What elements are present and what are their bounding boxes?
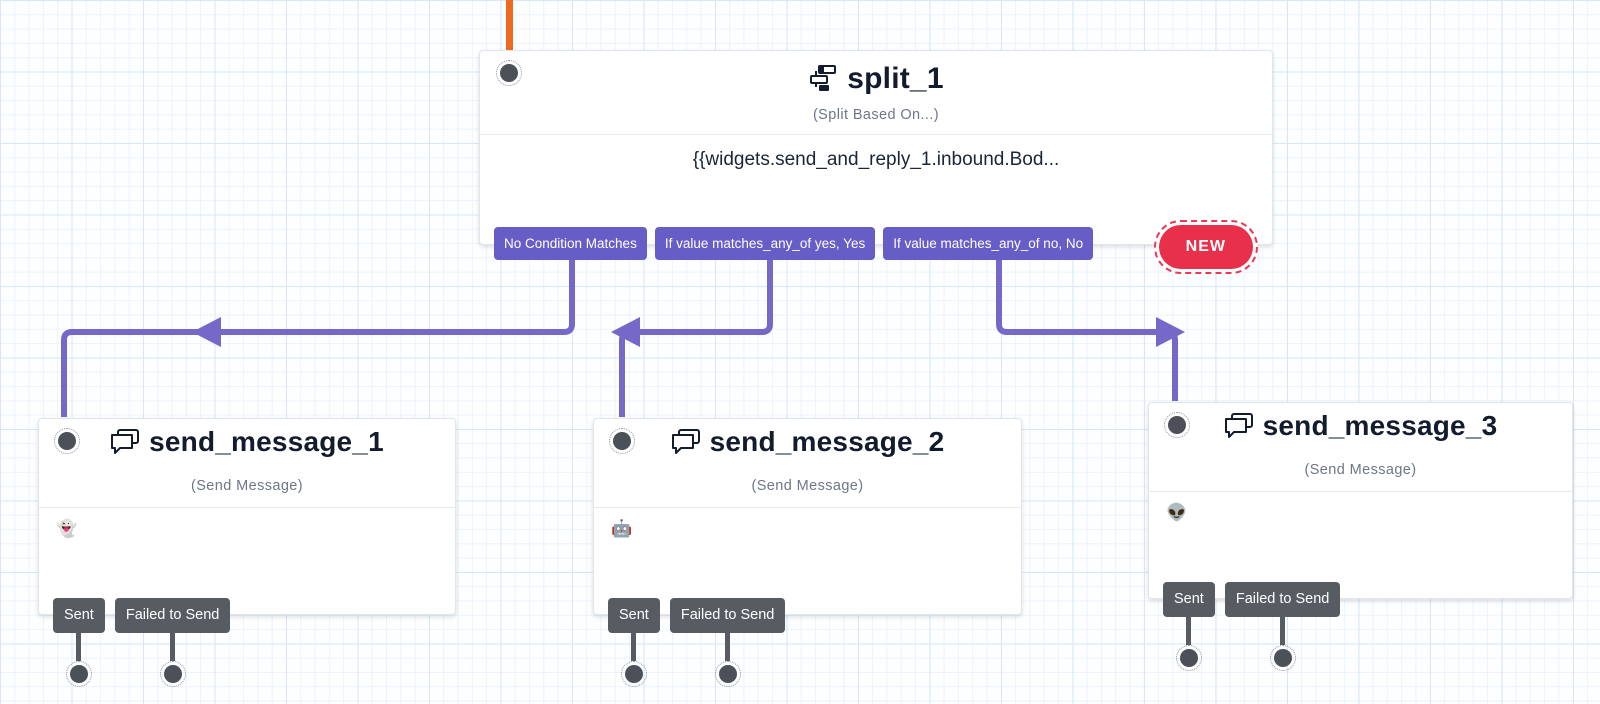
widget-title: send_message_2 (709, 425, 945, 457)
incoming-trigger-line[interactable] (506, 0, 513, 51)
widget-title-row: send_message_2 (594, 419, 1021, 457)
widget-send-message-3[interactable]: send_message_3 (Send Message) 👽 Sent Fai… (1148, 402, 1573, 671)
transition-sent-column: Sent (53, 598, 105, 687)
transition-failed-column: Failed to Send (1224, 582, 1341, 671)
widget-divider (480, 134, 1272, 135)
widget-type-label: (Split Based On...) (812, 107, 940, 123)
widget-split-1[interactable]: split_1 (Split Based On...) {{widgets.se… (479, 50, 1273, 274)
output-port-sent[interactable] (620, 661, 647, 687)
widget-title-row: send_message_1 (39, 419, 455, 457)
input-port-pin (613, 432, 631, 450)
widget-divider (1149, 491, 1572, 492)
output-port-failed[interactable] (714, 661, 741, 687)
transition-stem (170, 633, 176, 661)
chat-icon (111, 429, 140, 454)
widget-title: send_message_1 (149, 425, 384, 457)
widget-title-row: split_1 (480, 51, 1272, 95)
widget-type-label: (Send Message) (191, 478, 303, 494)
transition-failed-column: Failed to Send (669, 598, 786, 687)
message-preview: 👻 (56, 519, 78, 538)
output-port-sent[interactable] (65, 661, 92, 687)
transition-failed-to-send[interactable]: Failed to Send (669, 598, 786, 633)
widget-divider (39, 507, 455, 508)
transition-sent-column: Sent (608, 598, 660, 687)
widget-type-label: (Send Message) (751, 478, 864, 494)
new-transition-badge-ring: NEW (1153, 220, 1258, 274)
output-port-pin (1273, 649, 1292, 667)
transition-sent-column: Sent (1163, 582, 1215, 671)
transition-failed-to-send[interactable]: Failed to Send (114, 598, 231, 633)
widget-send-message-2[interactable]: send_message_2 (Send Message) 🤖 Sent Fai… (593, 418, 1022, 687)
chat-icon (1224, 413, 1253, 438)
output-port-sent[interactable] (1175, 645, 1202, 671)
output-port-pin (163, 665, 182, 683)
output-port-pin (1179, 649, 1198, 667)
widget-title: send_message_3 (1262, 409, 1498, 441)
input-port-pin (1168, 416, 1186, 434)
transition-stem (1186, 617, 1192, 645)
message-preview: 🤖 (611, 519, 633, 538)
transition-matches-yes[interactable]: If value matches_any_of yes, Yes (654, 227, 876, 260)
connector-arrow-right-3 (1156, 317, 1185, 347)
widget-title: split_1 (847, 62, 944, 95)
message-transitions: Sent Failed to Send (608, 598, 786, 687)
input-port-pin (500, 64, 518, 82)
transition-sent[interactable]: Sent (53, 598, 105, 633)
message-transitions: Sent Failed to Send (1163, 582, 1341, 671)
chat-icon (671, 429, 700, 454)
input-port[interactable] (496, 60, 522, 86)
transition-stem (76, 633, 82, 661)
split-condition-value: {{widgets.send_and_reply_1.inbound.Bod..… (692, 149, 1060, 170)
new-transition-button[interactable]: NEW (1158, 225, 1253, 269)
split-icon (810, 65, 837, 91)
connector-no-condition-to-message1[interactable] (61, 259, 575, 417)
transition-failed-column: Failed to Send (114, 598, 231, 687)
output-port-pin (624, 665, 643, 683)
connector-yes-to-message2[interactable] (619, 259, 773, 417)
connector-arrow-left-1 (192, 317, 221, 347)
transition-matches-no[interactable]: If value matches_any_of no, No (883, 227, 1094, 260)
split-transitions: No Condition Matches If value matches_an… (494, 227, 1094, 260)
widget-title-row: send_message_3 (1149, 403, 1572, 441)
output-port-failed[interactable] (1269, 645, 1296, 671)
connector-no-to-message3[interactable] (996, 259, 1178, 401)
transition-failed-to-send[interactable]: Failed to Send (1224, 582, 1341, 617)
output-port-pin (718, 665, 737, 683)
transition-no-condition-matches[interactable]: No Condition Matches (494, 227, 647, 260)
output-port-failed[interactable] (159, 661, 186, 687)
transition-stem (725, 633, 731, 661)
transition-sent[interactable]: Sent (608, 598, 660, 633)
input-port-pin (58, 432, 76, 450)
input-port[interactable] (1164, 412, 1190, 438)
input-port[interactable] (609, 428, 635, 454)
connector-arrow-left-2 (611, 317, 640, 347)
transition-stem (1280, 617, 1286, 645)
transition-sent[interactable]: Sent (1163, 582, 1215, 617)
message-preview: 👽 (1166, 503, 1188, 522)
input-port[interactable] (54, 428, 80, 454)
transition-stem (631, 633, 637, 661)
widget-type-label: (Send Message) (1304, 462, 1417, 478)
message-transitions: Sent Failed to Send (53, 598, 231, 687)
widget-divider (594, 507, 1021, 508)
widget-send-message-1[interactable]: send_message_1 (Send Message) 👻 Sent Fai… (38, 418, 456, 687)
output-port-pin (69, 665, 88, 683)
